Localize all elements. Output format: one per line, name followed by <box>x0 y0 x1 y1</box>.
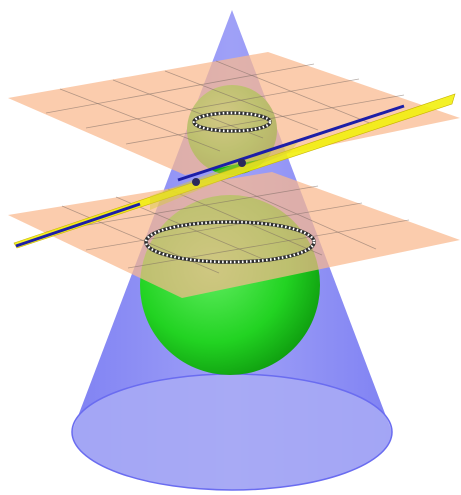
lower-focus-point <box>192 178 200 186</box>
cone-base <box>71 373 393 491</box>
lower-intersection-line <box>15 202 141 248</box>
upper-tangent-circle <box>192 111 272 133</box>
lower-plane <box>8 172 460 298</box>
lower-tangent-circle <box>144 220 316 264</box>
upper-intersection-line <box>177 104 405 182</box>
upper-focus-point <box>238 159 246 167</box>
